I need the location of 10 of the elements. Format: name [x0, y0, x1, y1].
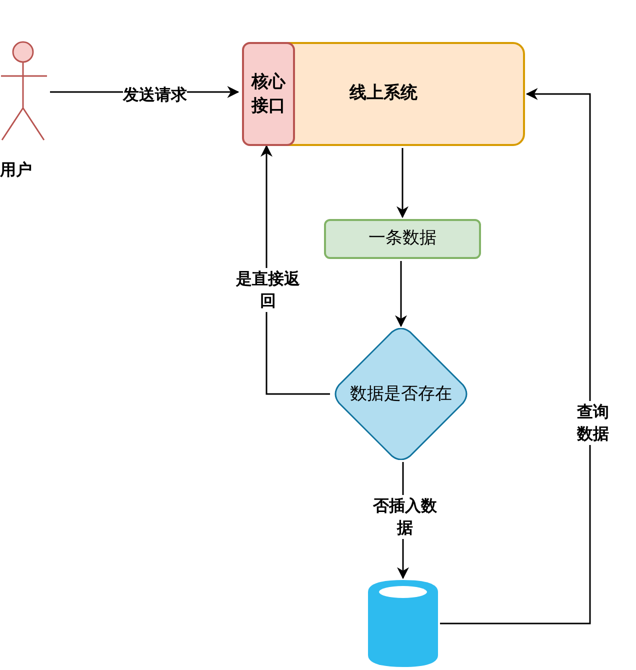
- node-label: 一条数据: [368, 227, 436, 250]
- node-caption: 用户: [0, 159, 32, 181]
- edge-label: 是直接返回: [234, 268, 302, 312]
- edge-label: 否插入数据: [371, 495, 439, 539]
- arrow: [395, 261, 407, 328]
- node-label: 数据是否存在: [350, 383, 452, 406]
- arrow: [396, 148, 408, 218]
- arrow: [440, 88, 591, 624]
- node-label: 核心接口: [250, 71, 287, 118]
- node-label: 线上系统: [350, 82, 418, 106]
